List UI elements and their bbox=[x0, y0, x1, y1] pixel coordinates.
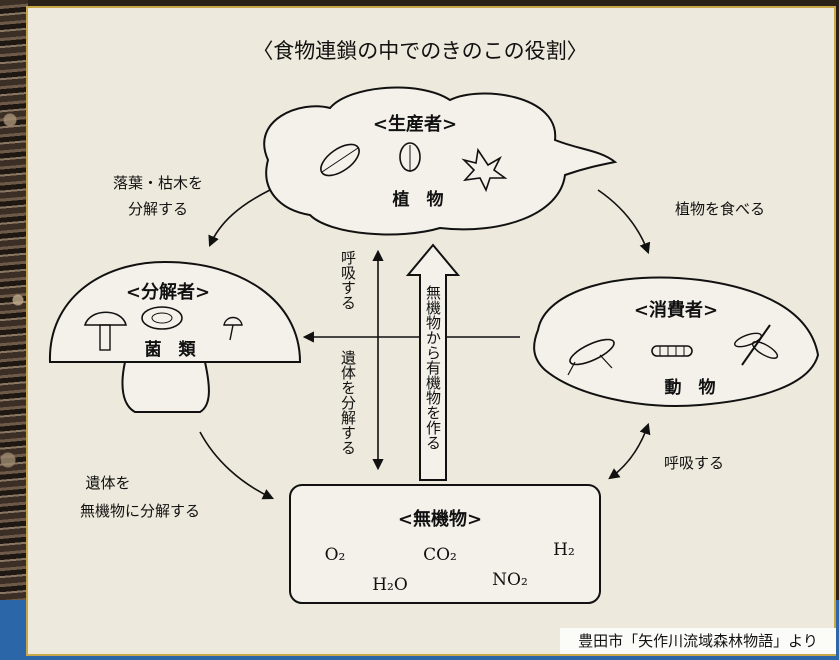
bracket-fungus-icon bbox=[141, 306, 183, 330]
caterpillar-icon bbox=[651, 345, 693, 357]
decomposer-mushroom-shape bbox=[48, 260, 302, 413]
arrow-producer-to-decomposer bbox=[208, 189, 271, 248]
inorganic-box bbox=[289, 484, 601, 604]
formula-h2: H₂ bbox=[553, 540, 575, 560]
label-remains-line1: 遺体を bbox=[85, 474, 130, 492]
round-leaf-icon bbox=[399, 142, 421, 172]
decomposer-node: <分解者> 菌 類 bbox=[48, 260, 302, 413]
label-respiration-vertical: 呼吸する bbox=[339, 250, 357, 310]
arrow-consumer-inorganic bbox=[608, 422, 651, 480]
producer-leaf-shape bbox=[263, 86, 618, 236]
maple-leaf-icon bbox=[461, 147, 508, 193]
consumer-node: <消費者> 動 物 bbox=[533, 276, 820, 407]
birch-leaf-icon bbox=[320, 143, 360, 177]
arrow-inorganic-to-producer bbox=[405, 243, 461, 481]
label-fallen-leaves-line1: 落葉・枯木を bbox=[113, 174, 203, 192]
diagram-title: 〈食物連鎖の中でのきのこの役割〉 bbox=[252, 39, 587, 63]
label-respiration-consumer: 呼吸する bbox=[664, 454, 724, 472]
label-make-organic-vertical: 無機物から有機物を作る bbox=[424, 285, 442, 450]
arrow-decomposer-to-inorganic bbox=[199, 431, 275, 500]
consumer-heading: <消費者> bbox=[634, 299, 718, 321]
label-eat-plants: 植物を食べる bbox=[675, 200, 765, 218]
label-decompose-remains-vertical: 遺体を分解する bbox=[339, 350, 357, 455]
inorganic-node: <無機物> O₂ CO₂ H₂ H₂O NO₂ bbox=[289, 484, 601, 604]
formula-o2: O₂ bbox=[325, 545, 346, 565]
inorganic-heading: <無機物> bbox=[398, 508, 482, 530]
dragonfly-icon bbox=[734, 324, 779, 366]
formula-h2o: H₂O bbox=[372, 575, 408, 595]
small-mushroom-icon bbox=[223, 316, 243, 341]
label-fallen-leaves-line2: 分解する bbox=[128, 200, 188, 218]
label-remains-line2: 無機物に分解する bbox=[80, 502, 200, 520]
mushroom-photo-highlights bbox=[0, 0, 30, 600]
decomposer-heading: <分解者> bbox=[126, 281, 210, 303]
producer-label: 植 物 bbox=[393, 189, 444, 210]
consumer-leaf-shape bbox=[533, 276, 820, 407]
mushroom-icon bbox=[83, 311, 128, 351]
producer-node: <生産者> 植 物 bbox=[263, 86, 618, 236]
consumer-label: 動 物 bbox=[665, 377, 716, 398]
decomposer-label: 菌 類 bbox=[145, 340, 197, 360]
arrow-producer-to-consumer bbox=[597, 189, 651, 255]
source-credit: 豊田市「矢作川流域森林物語」より bbox=[560, 628, 836, 654]
formula-co2: CO₂ bbox=[423, 545, 457, 565]
grasshopper-icon bbox=[567, 338, 615, 376]
formula-no2: NO₂ bbox=[492, 570, 528, 590]
producer-heading: <生産者> bbox=[373, 113, 457, 135]
